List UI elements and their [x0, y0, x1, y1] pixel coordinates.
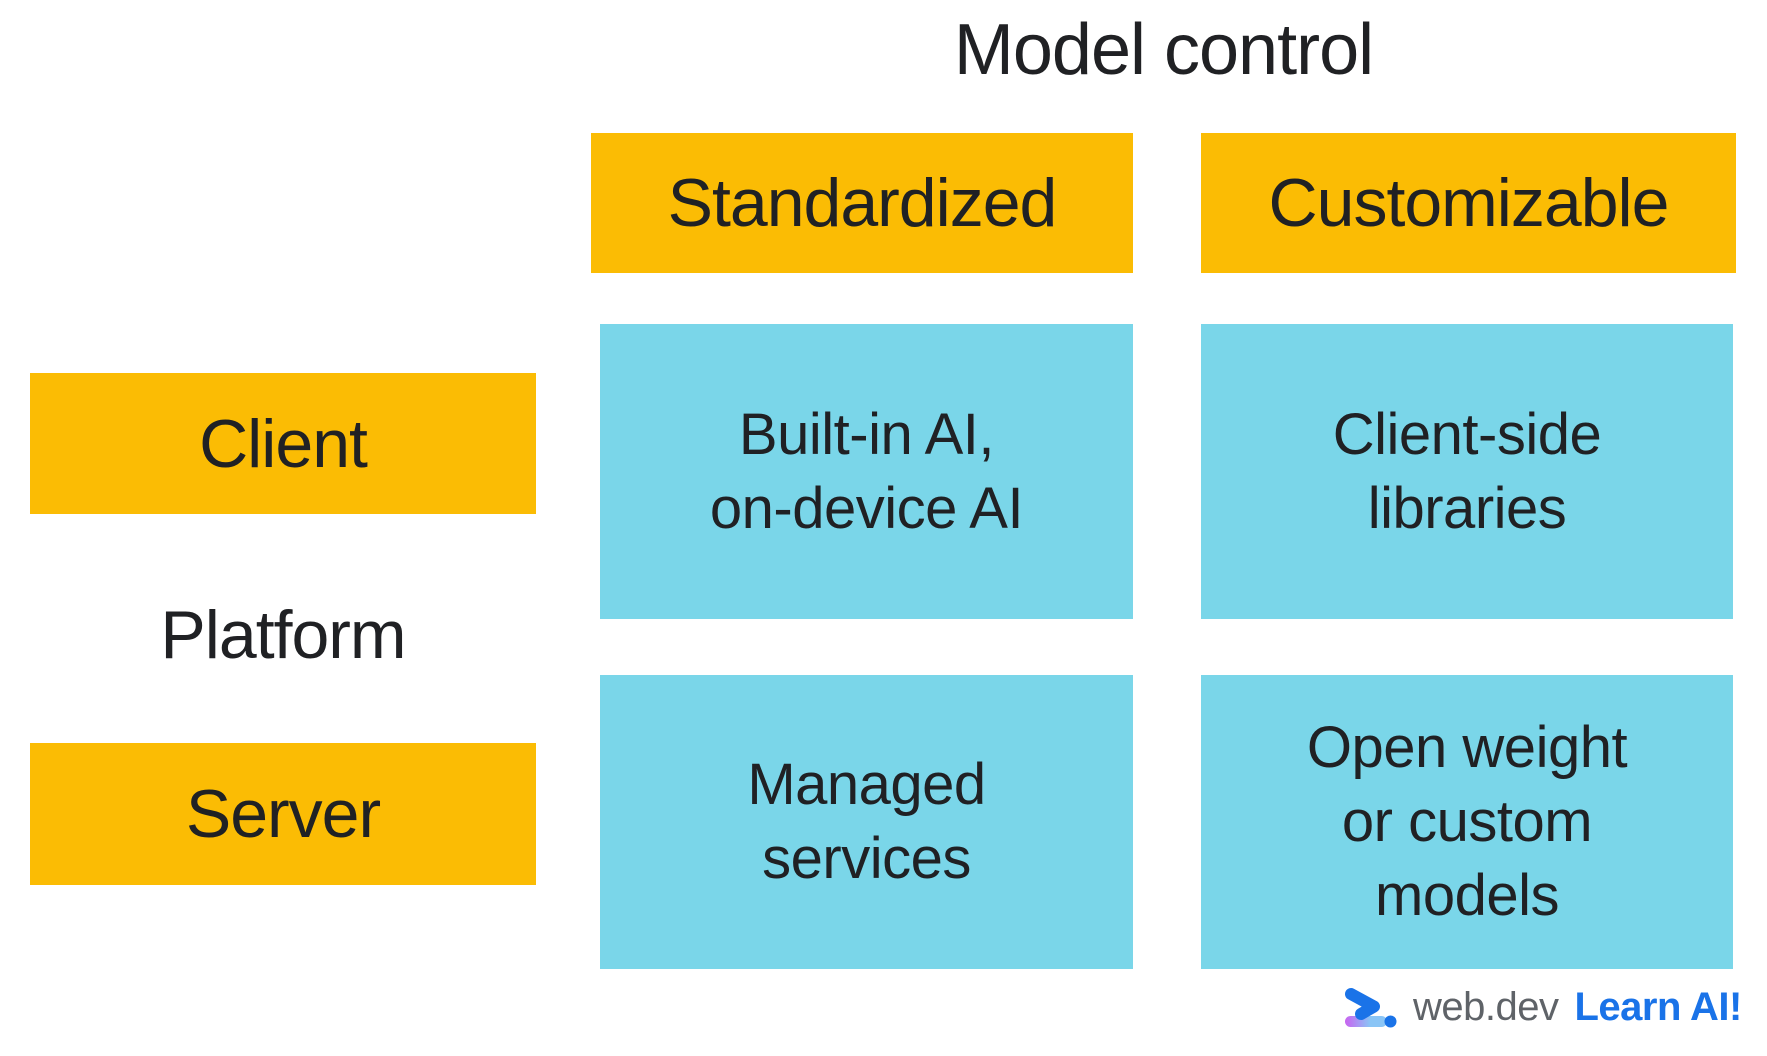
column-header-standardized: Standardized: [591, 133, 1133, 273]
column-header-customizable: Customizable: [1201, 133, 1736, 273]
footer-brand: web.dev Learn AI!: [1341, 984, 1742, 1030]
web-dev-chevron-icon: [1345, 988, 1397, 1028]
row-header-client: Client: [30, 373, 536, 514]
cell-server-standardized: Managed services: [600, 675, 1133, 969]
column-axis-title: Model control: [953, 10, 1374, 90]
row-axis-title: Platform: [160, 597, 406, 673]
cell-client-standardized: Built-in AI, on-device AI: [600, 324, 1133, 619]
cell-client-customizable: Client-side libraries: [1201, 324, 1733, 619]
cell-server-customizable: Open weight or custom models: [1201, 675, 1733, 969]
learn-ai-label: Learn AI!: [1574, 984, 1742, 1029]
row-header-server: Server: [30, 743, 536, 885]
brand-name: web.dev: [1413, 984, 1559, 1029]
